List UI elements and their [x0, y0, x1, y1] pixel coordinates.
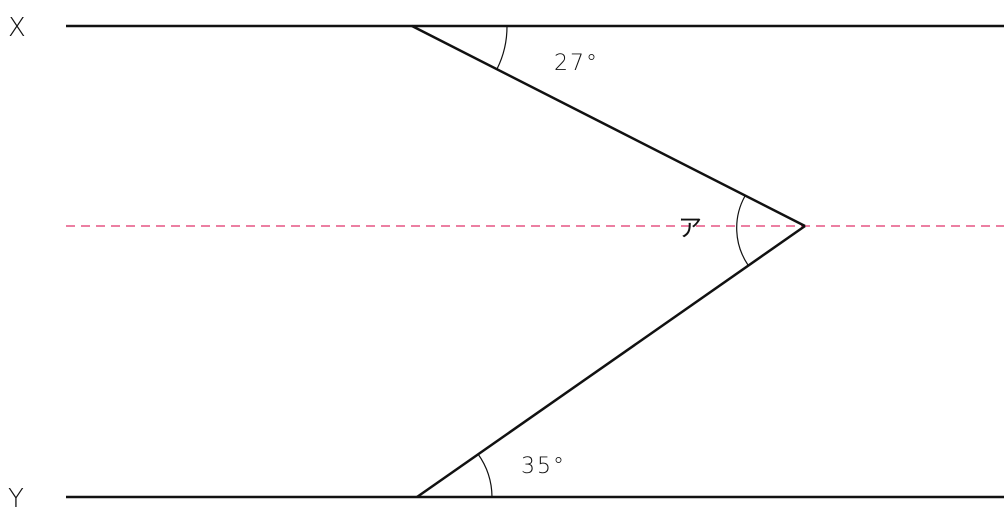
line-y-label: Y: [8, 484, 24, 510]
line-x-label: X: [8, 13, 26, 43]
bottom-angle-arc: [477, 453, 493, 498]
lower-segment: [416, 224, 806, 499]
upper-segment: [411, 24, 806, 228]
unknown-angle-label: ア: [678, 214, 702, 242]
top-angle-arc: [496, 25, 508, 70]
unknown-angle-arc: [736, 195, 749, 266]
bottom-angle-label: 35°: [521, 454, 566, 479]
top-angle-label: 27°: [554, 51, 599, 76]
